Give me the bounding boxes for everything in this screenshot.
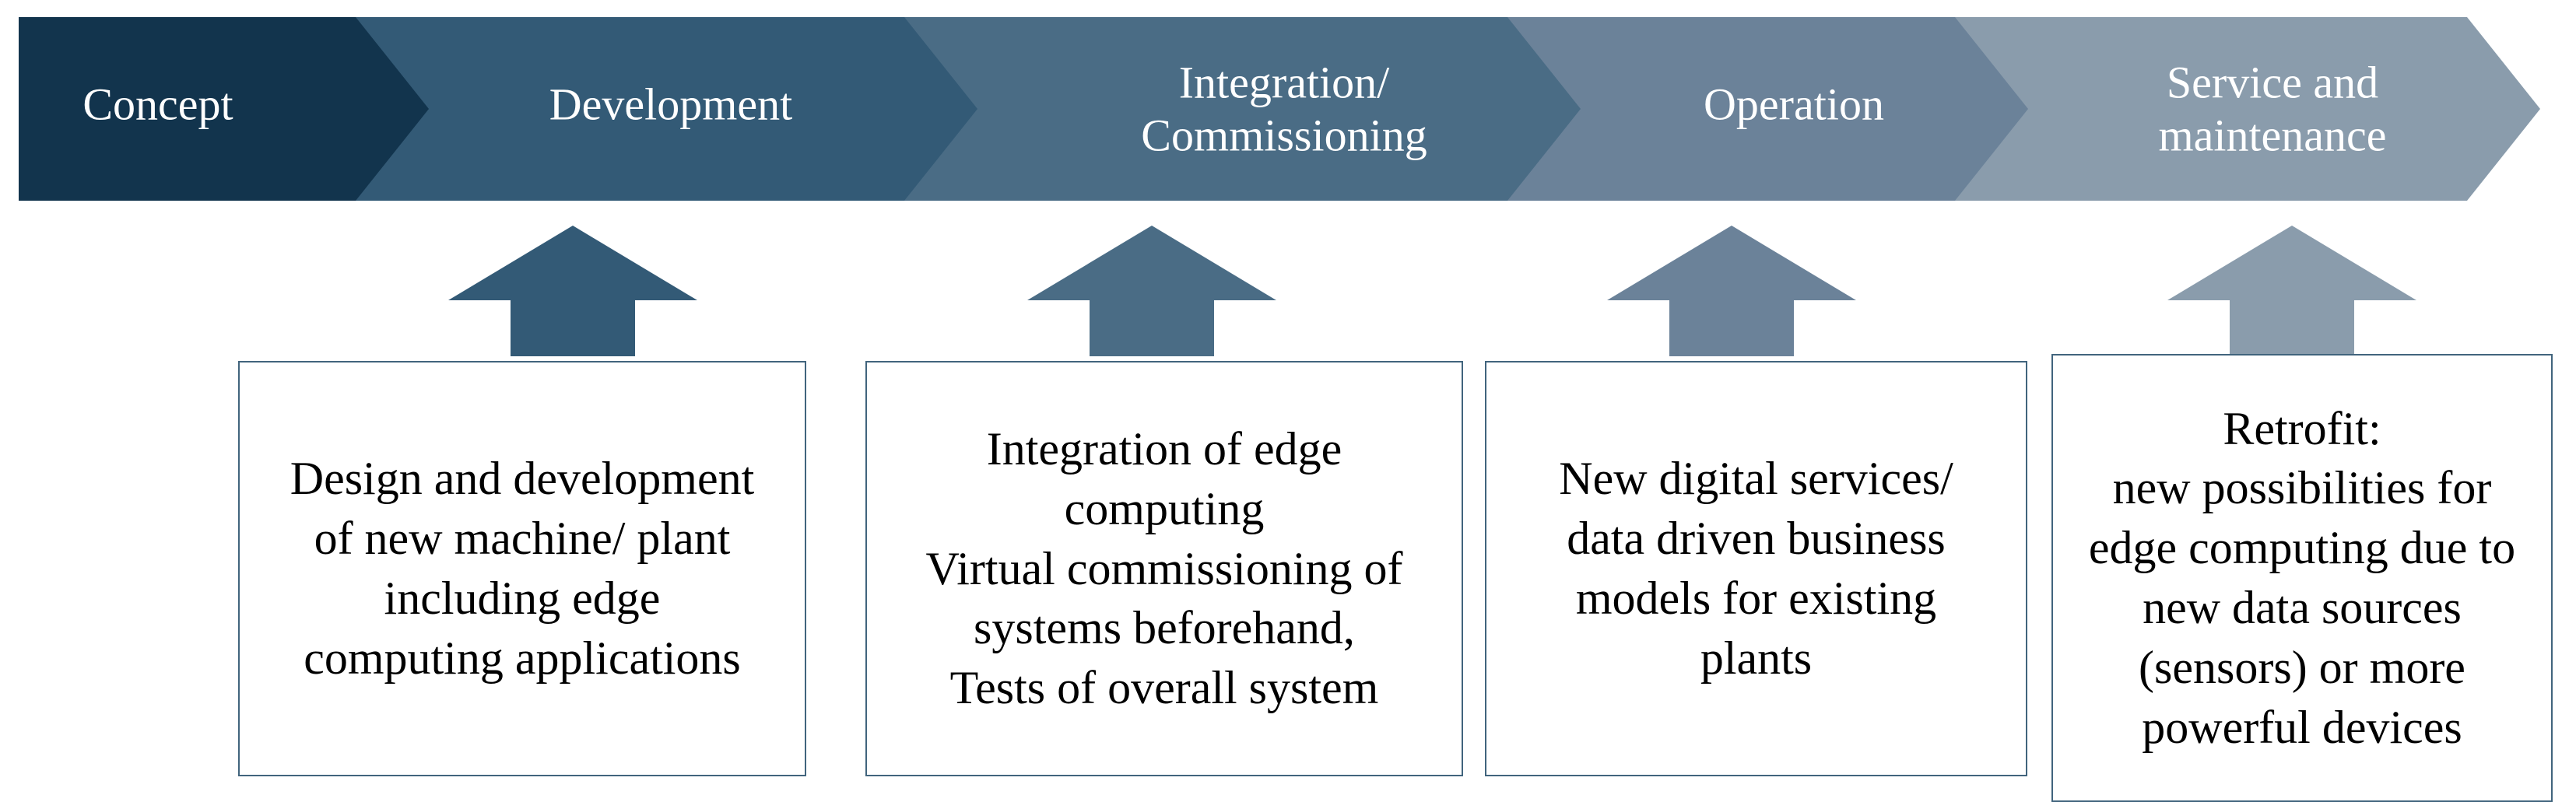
arrow-to-integration (1027, 226, 1276, 356)
callout-integration[interactable]: Integration of edge computing Virtual co… (865, 361, 1463, 776)
svg-text:Commissioning: Commissioning (1141, 110, 1427, 160)
svg-text:Service and: Service and (2167, 57, 2378, 107)
arrow-to-operation (1607, 226, 1856, 356)
callout-integration-text: Integration of edge computing Virtual co… (925, 423, 1403, 714)
callout-operation-text: New digital services/ data driven busine… (1559, 453, 1953, 684)
stage-service-maintenance[interactable] (1938, 17, 2540, 201)
callout-development[interactable]: Design and development of new machine/ p… (238, 361, 806, 776)
callout-development-text: Design and development of new machine/ p… (290, 453, 755, 684)
process-banner: Concept Development Integration/ Commiss… (0, 0, 2576, 210)
stage-label-integration: Integration/ Commissioning (1141, 57, 1427, 160)
callout-operation[interactable]: New digital services/ data driven busine… (1485, 361, 2027, 776)
stage-label-development: Development (549, 79, 792, 129)
stage-integration[interactable] (887, 17, 1581, 201)
arrow-to-development (448, 226, 697, 356)
stage-label-operation: Operation (1704, 79, 1884, 129)
stage-operation[interactable] (1490, 17, 2028, 201)
stage-label-service-maintenance: Service and maintenance (2158, 57, 2386, 160)
svg-text:Integration/: Integration/ (1179, 57, 1390, 107)
callout-service-maintenance-text: Retrofit: new possibilities for edge com… (2088, 402, 2516, 753)
arrow-to-service-maintenance (2167, 226, 2416, 356)
stage-label-concept: Concept (82, 79, 233, 129)
callout-service-maintenance[interactable]: Retrofit: new possibilities for edge com… (2051, 354, 2553, 802)
stage-concept[interactable] (19, 17, 429, 201)
svg-text:maintenance: maintenance (2158, 110, 2386, 160)
stage-development[interactable] (339, 17, 977, 201)
